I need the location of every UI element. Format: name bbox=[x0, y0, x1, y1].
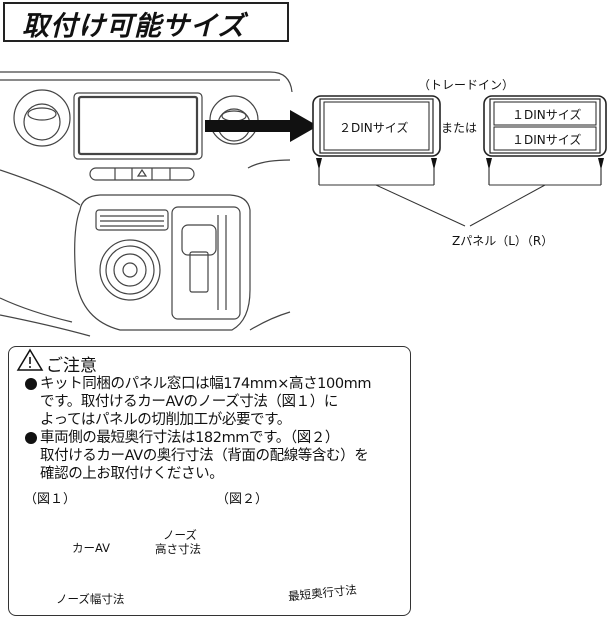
notice-line: 取付けるカーAVの奥行寸法（背面の配線等含む）を bbox=[40, 448, 369, 464]
panel-1din-bottom-label: １DINサイズ bbox=[512, 133, 582, 147]
panel-pointer-arrows bbox=[316, 158, 604, 185]
notice-line: 確認の上お取付けください。 bbox=[40, 466, 224, 482]
notice-box bbox=[8, 346, 411, 616]
figure-2-label: （図２） bbox=[216, 492, 269, 507]
notice-heading: ご注意 bbox=[46, 356, 97, 376]
tradein-label: （トレードイン） bbox=[418, 78, 515, 92]
zpanel-bracket bbox=[319, 184, 601, 227]
arrow-right-icon bbox=[205, 110, 318, 142]
notice-line: です。取付けるカーAVのノーズ寸法（図１）に bbox=[40, 394, 338, 410]
figure-1-label: （図１） bbox=[24, 492, 77, 507]
or-label: または bbox=[441, 121, 478, 135]
figure-1-height-label: 高さ寸法 bbox=[155, 542, 201, 556]
zpanel-label: Zパネル（L）（R） bbox=[452, 234, 554, 248]
panel-1din-double bbox=[483, 95, 607, 157]
title-box bbox=[3, 2, 289, 42]
figure-1-height-label: ノーズ bbox=[163, 528, 197, 542]
notice-line: キット同梱のパネル窓口は幅174mm×高さ100mm bbox=[40, 376, 372, 392]
panel-2din-label: ２DINサイズ bbox=[339, 121, 409, 135]
panel-1din-top-label: １DINサイズ bbox=[512, 108, 582, 122]
panel-2din bbox=[312, 95, 441, 157]
notice-line: よってはパネルの切削加工が必要です。 bbox=[40, 412, 291, 428]
page-title: 取付け可能サイズ bbox=[22, 11, 246, 42]
dashboard-drawing bbox=[0, 71, 293, 337]
figure-1-width-label: ノーズ幅寸法 bbox=[56, 592, 125, 606]
notice-line: 車両側の最短奥行寸法は182mmです。（図２） bbox=[40, 430, 340, 446]
figure-1-device-label: カーAV bbox=[72, 541, 110, 555]
